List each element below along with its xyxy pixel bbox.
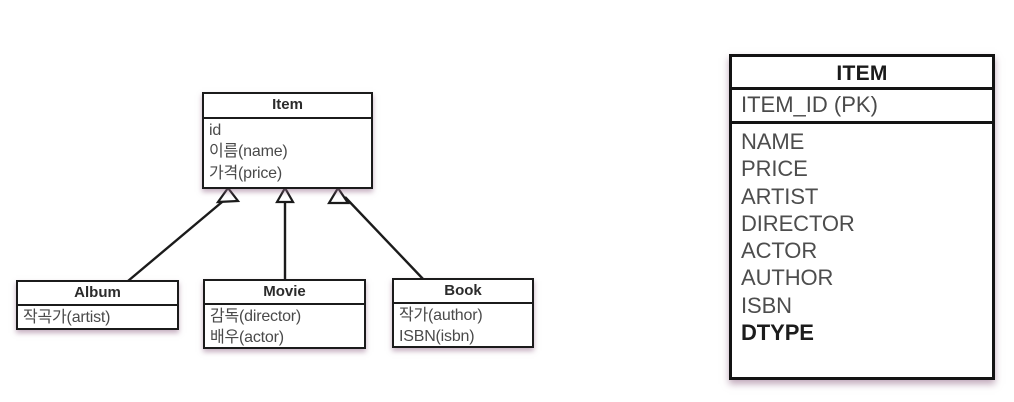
uml-class-album[interactable]: Album 작곡가(artist)	[16, 280, 179, 330]
db-column: NAME	[741, 129, 805, 154]
uml-class-item[interactable]: Item id 이름(name) 가격(price)	[202, 92, 373, 189]
db-column-discriminator: DTYPE	[741, 319, 814, 345]
uml-attribute: 배우(actor)	[210, 329, 284, 347]
uml-class-item-title: Item	[204, 94, 371, 119]
db-column: ISBN	[741, 292, 792, 318]
db-column: DIRECTOR	[741, 210, 855, 236]
uml-class-movie-attributes: 감독(director) 배우(actor)	[205, 305, 364, 351]
db-table-name: ITEM	[732, 57, 992, 90]
uml-attribute: ISBN(isbn)	[399, 328, 475, 346]
uml-attribute: 감독(director)	[210, 308, 302, 325]
uml-class-item-attributes: id 이름(name) 가격(price)	[204, 119, 371, 186]
uml-attribute: 작곡가(artist)	[23, 309, 111, 326]
edge-book-to-item	[344, 196, 425, 281]
edge-album-to-item	[127, 196, 229, 282]
db-primary-key-column: ITEM_ID (PK)	[732, 90, 992, 124]
db-column: ACTOR	[741, 238, 818, 264]
uml-attribute: 이름(name)	[209, 143, 288, 161]
db-column: PRICE	[741, 156, 808, 182]
inheritance-arrowhead-album	[215, 186, 241, 204]
db-column: ARTIST	[741, 183, 819, 209]
uml-class-book-attributes: 작가(author) ISBN(isbn)	[394, 304, 532, 350]
uml-class-movie-title: Movie	[205, 281, 364, 305]
uml-attribute: id	[209, 122, 222, 139]
uml-class-book-title: Book	[394, 280, 532, 304]
db-table-item[interactable]: ITEM ITEM_ID (PK) NAME PRICE ARTIST DIRE…	[729, 54, 995, 380]
uml-class-album-attributes: 작곡가(artist)	[18, 306, 177, 330]
db-column-list: NAME PRICE ARTIST DIRECTOR ACTOR AUTHOR …	[732, 124, 992, 346]
uml-attribute: 작가(author)	[399, 307, 483, 324]
uml-attribute: 가격(price)	[209, 164, 282, 182]
uml-class-book[interactable]: Book 작가(author) ISBN(isbn)	[392, 278, 534, 348]
uml-class-album-title: Album	[18, 282, 177, 306]
inheritance-arrowhead-movie	[275, 185, 295, 204]
db-column: AUTHOR	[741, 265, 834, 291]
uml-class-movie[interactable]: Movie 감독(director) 배우(actor)	[203, 279, 366, 349]
inheritance-arrowhead-book	[327, 185, 351, 205]
